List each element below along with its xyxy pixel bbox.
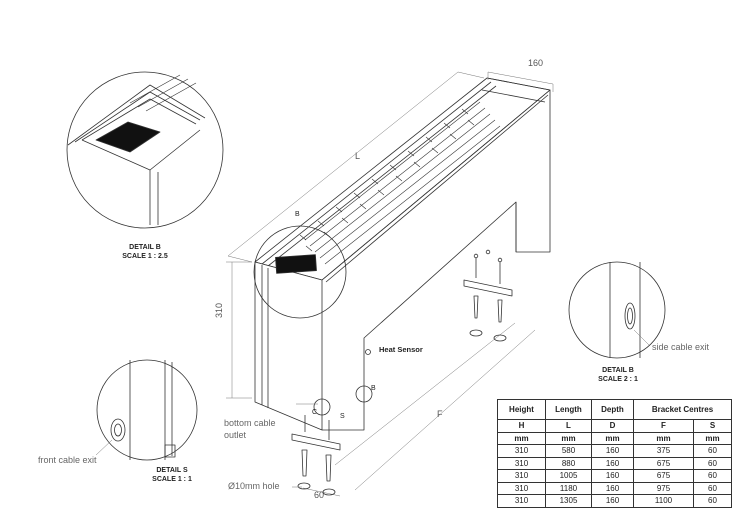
symbol-cell: D: [591, 419, 634, 433]
bottom-cable-outlet-label-2: outlet: [224, 430, 247, 440]
table-cell: 160: [591, 481, 634, 495]
table-cell: 675: [633, 469, 694, 483]
right-bracket: [463, 249, 513, 342]
dim-60-label: 60: [314, 490, 325, 500]
spec-table: Height Length Depth Bracket Centres H L …: [497, 399, 732, 508]
detail-s: [95, 359, 198, 461]
grille: [299, 101, 501, 265]
table-cell: 310: [497, 469, 546, 483]
dim-f-label: F: [437, 409, 443, 419]
unit-cell: mm: [693, 431, 732, 445]
header-height: Height: [497, 399, 546, 420]
unit-cell: mm: [633, 431, 694, 445]
unit-cell: mm: [545, 431, 592, 445]
table-cell: 160: [591, 444, 634, 458]
table-cell: 1180: [545, 481, 592, 495]
table-cell: 375: [633, 444, 694, 458]
detail-s-name: DETAIL S: [156, 467, 188, 474]
detail-b-top-scale: SCALE 1 : 2.5: [122, 253, 168, 261]
header-bracket-centres: Bracket Centres: [633, 399, 732, 420]
hole-label: Ø10mm hole: [228, 481, 280, 491]
detail-b-top-name: DETAIL B: [129, 244, 161, 251]
heat-sensor-icon: [365, 349, 371, 355]
unit-cell: mm: [591, 431, 634, 445]
table-symbol-row: H L D F S: [497, 419, 732, 433]
marker-b-side: B: [371, 385, 376, 392]
detail-b-side: [568, 261, 666, 359]
table-row: 310 880 160 675 60: [497, 456, 732, 470]
table-cell: 310: [497, 494, 546, 508]
table-cell: 60: [693, 469, 732, 483]
table-cell: 580: [545, 444, 592, 458]
marker-b-circle: [355, 385, 373, 403]
dim-depth-label: 160: [528, 58, 544, 68]
table-cell: 160: [591, 494, 634, 508]
symbol-cell: H: [497, 419, 546, 433]
table-header-row: Height Length Depth Bracket Centres: [497, 399, 732, 420]
heater-body: [254, 77, 551, 431]
symbol-cell: F: [633, 419, 694, 433]
display-screen: [275, 254, 317, 274]
table-row: 310 1005 160 675 60: [497, 469, 732, 483]
table-cell: 675: [633, 456, 694, 470]
unit-cell: mm: [497, 431, 546, 445]
symbol-cell: S: [693, 419, 732, 433]
table-cell: 60: [693, 444, 732, 458]
table-unit-row: mm mm mm mm mm: [497, 431, 732, 445]
table-cell: 1100: [633, 494, 694, 508]
detail-b-top: [66, 71, 224, 229]
header-depth: Depth: [591, 399, 634, 420]
table-cell: 1305: [545, 494, 592, 508]
marker-c-circle: [313, 398, 331, 416]
dim-height-label: 310: [214, 302, 224, 318]
left-bracket: [291, 415, 341, 496]
header-length: Length: [545, 399, 592, 420]
table-cell: 880: [545, 456, 592, 470]
marker-s: S: [340, 413, 345, 420]
bottom-cable-outlet-label-1: bottom cable: [224, 418, 276, 428]
detail-b-top-caption: DETAIL B SCALE 1 : 2.5: [108, 243, 182, 262]
table-row: 310 1305 160 1100 60: [497, 494, 732, 508]
table-cell: 975: [633, 481, 694, 495]
detail-display: [95, 121, 161, 153]
dimension-lines: [226, 71, 554, 497]
detail-b-side-scale: SCALE 2 : 1: [598, 376, 638, 384]
table-cell: 310: [497, 444, 546, 458]
table-row: 310 580 160 375 60: [497, 444, 732, 458]
table-cell: 310: [497, 481, 546, 495]
detail-s-scale: SCALE 1 : 1: [152, 476, 192, 484]
symbol-cell: L: [545, 419, 592, 433]
table-cell: 1005: [545, 469, 592, 483]
detail-b-side-name: DETAIL B: [602, 367, 634, 374]
table-cell: 310: [497, 456, 546, 470]
detail-b-side-caption: DETAIL B SCALE 2 : 1: [583, 366, 653, 385]
table-cell: 60: [693, 494, 732, 508]
table-cell: 160: [591, 469, 634, 483]
table-cell: 60: [693, 481, 732, 495]
side-cable-exit-label: side cable exit: [652, 342, 710, 352]
table-row: 310 1180 160 975 60: [497, 481, 732, 495]
detail-s-caption: DETAIL S SCALE 1 : 1: [140, 466, 204, 485]
dim-length-label: L: [355, 151, 361, 161]
marker-c: C: [312, 409, 318, 416]
detail-b-zoom-circle: [253, 225, 347, 319]
marker-b-top: B: [295, 211, 300, 218]
heat-sensor-label: Heat Sensor: [379, 345, 423, 354]
front-cable-exit-label: front cable exit: [38, 455, 97, 465]
table-cell: 160: [591, 456, 634, 470]
table-cell: 60: [693, 456, 732, 470]
